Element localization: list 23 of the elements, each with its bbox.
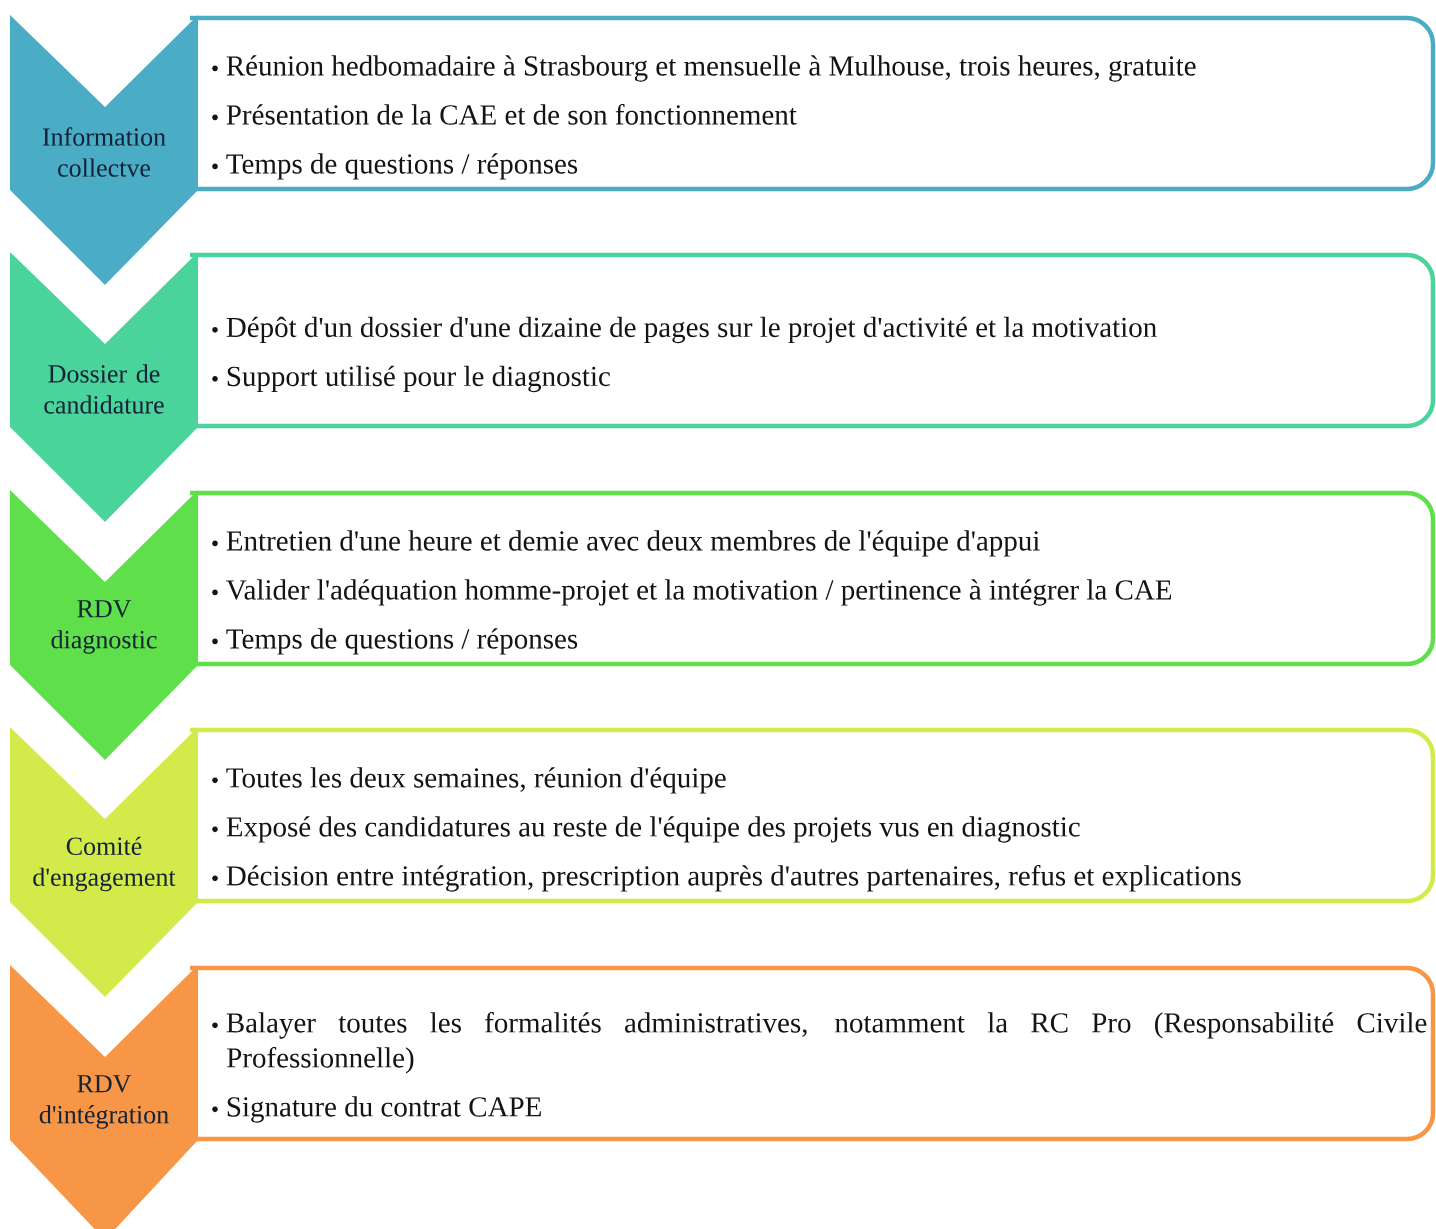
content-box: Balayer toutes les formalités administratives, notamment la RC Pro (Responsabilité Civile Professionnelle) Signature du contrat CAPE — [190, 965, 1436, 1142]
content-box: Toutes les deux semaines, réunion d'équipe Exposé des candidatures au reste de l'équipe des projets vus en diagnostic Décision entre intégration, prescription auprès d'autres partenaires, refus et explications — [190, 727, 1436, 904]
node-label: Exposé des candidatures au reste de l'équipe des projets vus en diagnostic — [226, 816, 1080, 843]
node-label: Décision entre intégration, prescription auprès d'autres partenaires, refus et explications — [226, 864, 1241, 892]
node-label: Entretien d'une heure et demie avec deux membres de l'équipe d'appui — [226, 530, 1040, 557]
content-box: Entretien d'une heure et demie avec deux membres de l'équipe d'appui Valider l'adéquation homme-projet et la motivation / pertinence à intégrer la CAE Temps de questions / réponses — [190, 490, 1436, 667]
chevron-step: Comité d'engagement — [10, 727, 198, 997]
node-label: Support utilisé pour le diagnostic — [227, 365, 610, 393]
node-label: Présentation de la CAE et de son fonctionnement — [226, 103, 797, 125]
chevron-step: RDV diagnostic — [10, 490, 198, 760]
node-label: Réunion hedbomadaire à Strasbourg et mensuelle à Mulhouse, trois heures, gratuite — [226, 55, 1196, 82]
content-box: Dépôt d'un dossier d'une dizaine de pages sur le projet d'activité et la motivation Support utilisé pour le diagnostic — [190, 252, 1436, 429]
node-label: Balayer toutes les formalités administratives, notamment la RC Pro (Responsabilité Civile Professionnelle) — [226, 1011, 1427, 1074]
node-label: Dépôt d'un dossier d'une dizaine de pages sur le projet d'activité et la motivation — [226, 316, 1157, 344]
node-label: Temps de questions / réponses — [226, 628, 578, 655]
node-label: Temps de questions / réponses — [226, 153, 578, 180]
chevron-step: RDV d'intégration — [10, 965, 198, 1229]
chevron-step: Information collectve — [10, 15, 198, 285]
node-label: Valider l'adéquation homme-projet et la motivation / pertinence à intégrer la CAE — [226, 579, 1172, 606]
chevron-step: Dossier de candidature — [10, 252, 198, 522]
node-label: Toutes les deux semaines, réunion d'équipe — [226, 767, 726, 794]
content-box: Réunion hedbomadaire à Strasbourg et mensuelle à Mulhouse, trois heures, gratuite Présentation de la CAE et de son fonctionnement Temps de questions / réponses — [190, 15, 1436, 192]
node-label: Signature du contrat CAPE — [227, 1096, 541, 1123]
